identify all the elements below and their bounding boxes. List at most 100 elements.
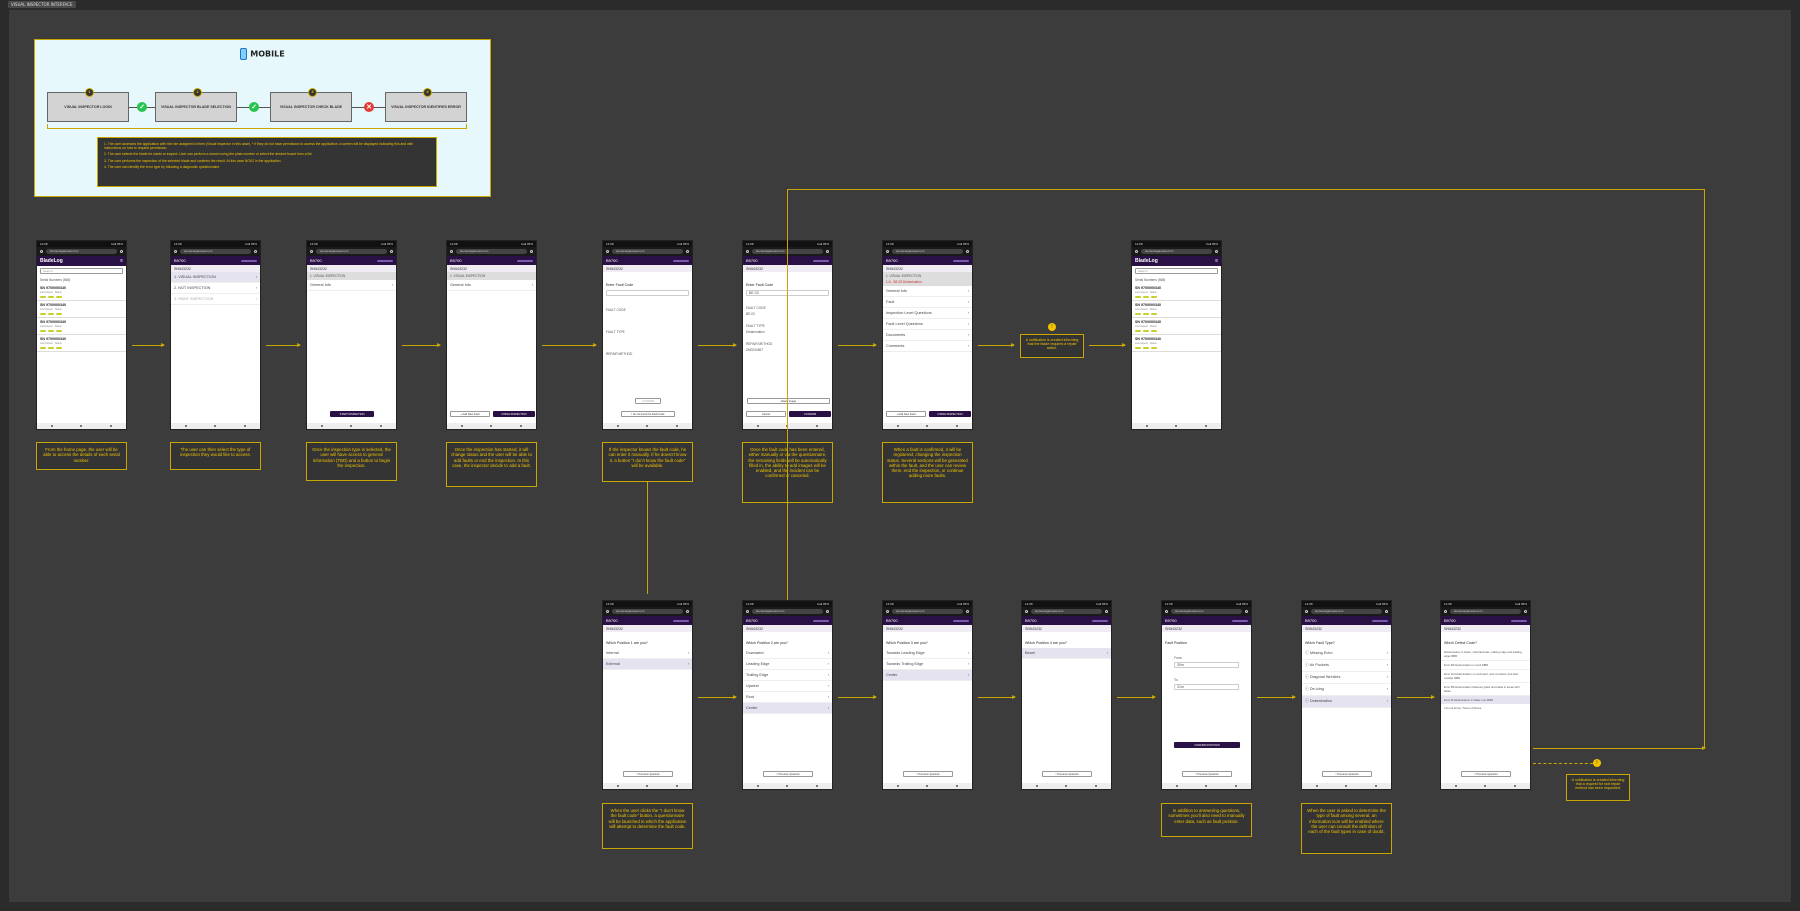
url-field[interactable]: siemensgamesa.com (1450, 609, 1521, 614)
fault-code-input[interactable] (606, 290, 689, 296)
finish-inspection-button[interactable]: FINISH INSPECTION (929, 411, 971, 417)
home-icon[interactable] (1165, 610, 1168, 613)
answer-option[interactable]: Error B6 Delamination between glass and … (1441, 683, 1530, 696)
home-icon[interactable] (1444, 610, 1447, 613)
section-fault[interactable]: Fault› (883, 297, 972, 308)
answer-option[interactable]: Root› (743, 692, 832, 703)
info-icon[interactable]: ⓘ (1305, 675, 1310, 679)
share-icon[interactable] (1105, 610, 1108, 613)
share-icon[interactable] (686, 250, 689, 253)
start-inspection-button[interactable]: START INSPECTION (330, 411, 374, 417)
url-field[interactable]: siemensgamesa.com (612, 249, 683, 254)
url-field[interactable]: siemensgamesa.com (1311, 609, 1382, 614)
section-inspection-questions[interactable]: Inspection Level Questions› (883, 308, 972, 319)
answer-option[interactable]: ⓘ Missing Echo› (1302, 648, 1391, 660)
home-icon[interactable] (1025, 610, 1028, 613)
answer-option[interactable]: Delamination in beam, shell laminate, tr… (1441, 648, 1530, 661)
confirm-button[interactable]: CONFIRM (635, 398, 661, 404)
answer-option[interactable]: Trailing Edge› (743, 670, 832, 681)
url-field[interactable]: siemensgamesa.com (752, 609, 823, 614)
to-input[interactable]: 31m (1174, 684, 1239, 690)
inspection-option-not[interactable]: 2. NOT INSPECTION› (171, 283, 260, 294)
add-new-fault-button[interactable]: + Add New Fault (886, 411, 926, 417)
answer-option[interactable]: Leading Edge› (743, 659, 832, 670)
url-field[interactable]: siemensgamesa.com (1031, 609, 1102, 614)
answer-option[interactable]: Error D3 Delamination on web start, web … (1441, 670, 1530, 683)
inspection-option-visual[interactable]: 1. VISUAL INSPECTION› (171, 272, 260, 283)
section-documents[interactable]: Documents› (883, 330, 972, 341)
url-field[interactable]: siemensgamesa.com (456, 249, 527, 254)
home-icon[interactable] (746, 610, 749, 613)
previous-question-button[interactable]: < Previous Question (763, 771, 813, 777)
answer-option[interactable]: ⓘ Air Pockets› (1302, 660, 1391, 672)
url-field[interactable]: siemensgamesa.com (892, 249, 963, 254)
answer-option[interactable]: Beam› (1022, 648, 1111, 659)
home-icon[interactable] (174, 250, 177, 253)
menu-icon[interactable]: ≡ (120, 258, 123, 264)
share-icon[interactable] (1215, 250, 1218, 253)
confirm-position-button[interactable]: CONFIRM POSITION (1174, 742, 1240, 748)
answer-option[interactable]: Center› (743, 703, 832, 714)
share-icon[interactable] (686, 610, 689, 613)
search-input[interactable]: Search (1135, 268, 1218, 274)
info-icon[interactable]: ⓘ (1305, 663, 1310, 667)
url-field[interactable]: siemensgamesa.com (316, 249, 387, 254)
section-fault-questions[interactable]: Fault Level Questions› (883, 319, 972, 330)
previous-question-button[interactable]: < Previous Question (1182, 771, 1232, 777)
share-icon[interactable] (254, 250, 257, 253)
url-field[interactable]: siemensgamesa.com (1171, 609, 1242, 614)
url-field[interactable]: siemensgamesa.com (892, 609, 963, 614)
previous-question-button[interactable]: < Previous Question (623, 771, 673, 777)
share-icon[interactable] (1385, 610, 1388, 613)
answer-option[interactable]: ⓘ De-icing› (1302, 684, 1391, 696)
section-comments[interactable]: Comments› (883, 341, 972, 352)
home-icon[interactable] (746, 250, 749, 253)
home-icon[interactable] (606, 250, 609, 253)
previous-question-button[interactable]: < Previous Question (903, 771, 953, 777)
answer-option[interactable]: ⓘ Delamination› (1302, 696, 1391, 708)
share-icon[interactable] (1524, 610, 1527, 613)
answer-option[interactable]: ⓘ Diagonal Wrinkles› (1302, 672, 1391, 684)
answer-option[interactable]: Downwind› (743, 648, 832, 659)
unknown-fault-code-button[interactable]: I do not know the Fault Code (621, 411, 675, 417)
info-icon[interactable]: ⓘ (1305, 687, 1310, 691)
url-field[interactable]: siemensgamesa.com (612, 609, 683, 614)
info-icon[interactable]: ⓘ (1305, 699, 1310, 703)
previous-question-button[interactable]: < Previous Question (1322, 771, 1372, 777)
url-field[interactable]: siemensgamesa.com (1141, 249, 1212, 254)
share-icon[interactable] (966, 250, 969, 253)
answer-option[interactable]: Center› (883, 670, 972, 681)
finish-inspection-button[interactable]: FINISH INSPECTION (493, 411, 535, 417)
answer-option[interactable]: Internal› (603, 648, 692, 659)
confirm-button[interactable]: CONFIRM (789, 411, 831, 417)
home-icon[interactable] (1305, 610, 1308, 613)
answer-option[interactable]: Towards Leading Edge› (883, 648, 972, 659)
answer-option[interactable]: I do not know / None of Above (1444, 706, 1482, 710)
home-icon[interactable] (886, 250, 889, 253)
previous-question-button[interactable]: < Previous Question (1042, 771, 1092, 777)
info-icon[interactable]: ⓘ (1305, 651, 1310, 655)
share-icon[interactable] (530, 250, 533, 253)
url-field[interactable]: siemensgamesa.com (180, 249, 251, 254)
share-icon[interactable] (1245, 610, 1248, 613)
share-icon[interactable] (966, 610, 969, 613)
cancel-button[interactable]: Cancel (746, 411, 786, 417)
share-icon[interactable] (120, 250, 123, 253)
inspection-option-paint[interactable]: 3. PAINT INSPECTION› (171, 294, 260, 305)
general-info-row[interactable]: General Info› (447, 280, 536, 291)
share-icon[interactable] (390, 250, 393, 253)
home-icon[interactable] (886, 610, 889, 613)
search-input[interactable]: Search (40, 268, 123, 274)
add-new-fault-button[interactable]: + Add New Fault (450, 411, 490, 417)
home-icon[interactable] (606, 610, 609, 613)
home-icon[interactable] (450, 250, 453, 253)
section-general-info[interactable]: General Info› (883, 286, 972, 297)
from-input[interactable]: 30m (1174, 662, 1239, 668)
